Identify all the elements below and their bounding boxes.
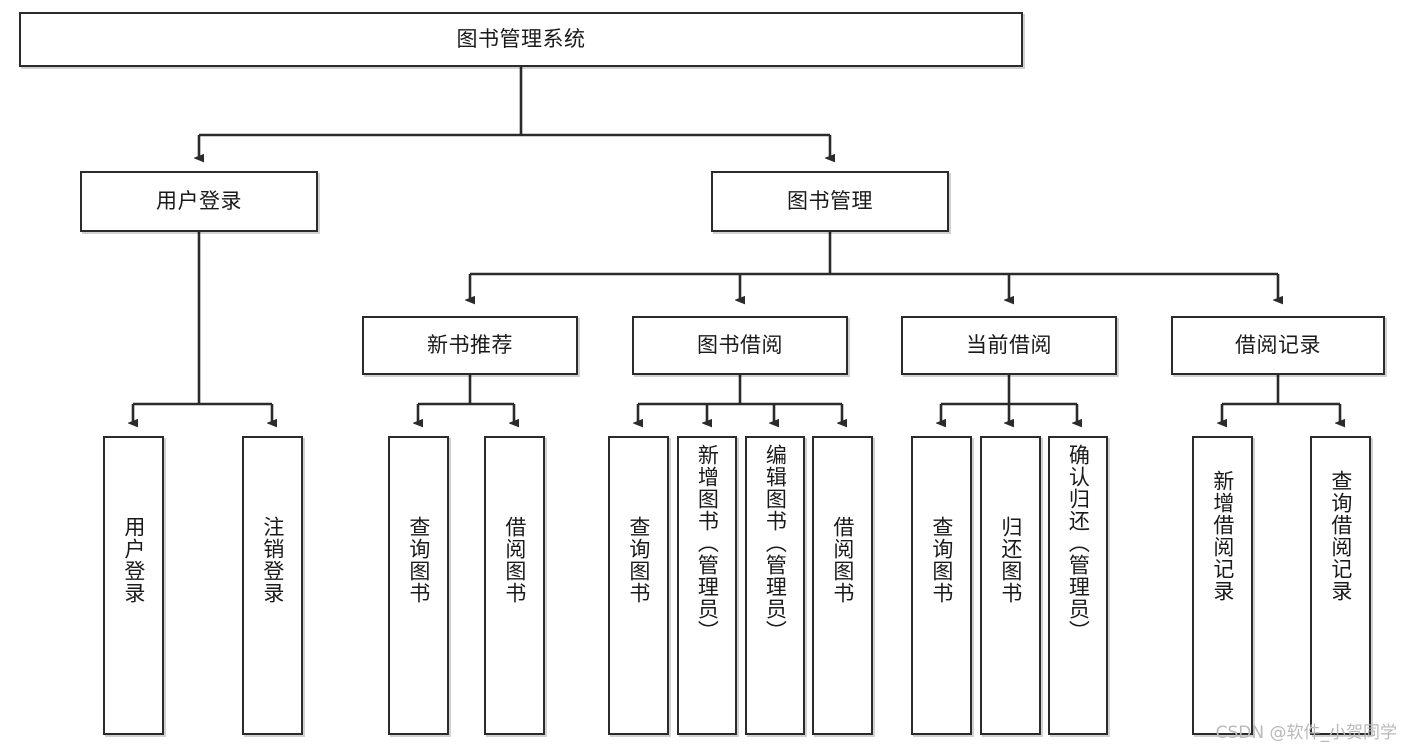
node-label: 查询图书	[929, 516, 954, 604]
leaf-query-borrow-record[interactable]: 查询借阅记录	[1310, 436, 1371, 735]
node-label: 图书管理系统	[456, 26, 586, 51]
node-label: 查询图书	[406, 516, 431, 604]
node-book-borrow[interactable]: 图书借阅	[632, 316, 848, 375]
node-label: 新增借阅记录	[1210, 470, 1235, 602]
node-label: 借阅图书	[502, 516, 527, 604]
node-label: 用户登录	[156, 188, 242, 213]
node-label: 当前借阅	[966, 332, 1052, 357]
csdn-watermark: CSDN @软件_小贺同学	[1215, 723, 1397, 743]
node-new-book-recommend[interactable]: 新书推荐	[362, 316, 578, 375]
leaf-return-book[interactable]: 归还图书	[980, 436, 1041, 735]
node-label: 借阅图书	[830, 516, 855, 604]
node-label: 查询借阅记录	[1328, 470, 1353, 602]
node-borrow-record[interactable]: 借阅记录	[1171, 316, 1385, 375]
node-user-login[interactable]: 用户登录	[80, 171, 318, 232]
leaf-logout[interactable]: 注销登录	[242, 436, 303, 735]
node-root-library-management-system[interactable]: 图书管理系统	[19, 12, 1023, 67]
leaf-borrow-book[interactable]: 借阅图书	[812, 436, 873, 735]
leaf-query-book-recommend[interactable]: 查询图书	[388, 436, 449, 735]
leaf-add-borrow-record[interactable]: 新增借阅记录	[1192, 436, 1253, 735]
leaf-add-book-admin[interactable]: 新增图书（管理员）	[677, 436, 737, 735]
node-label: 用户登录	[121, 516, 146, 604]
node-label: 查询图书	[626, 516, 651, 604]
leaf-confirm-return-admin[interactable]: 确认归还（管理员）	[1048, 436, 1108, 735]
leaf-query-book-current[interactable]: 查询图书	[911, 436, 972, 735]
leaf-query-book-borrow[interactable]: 查询图书	[608, 436, 669, 735]
node-label: 新书推荐	[427, 332, 513, 357]
node-label: 借阅记录	[1235, 332, 1321, 357]
leaf-user-login[interactable]: 用户登录	[103, 436, 164, 735]
node-label: 注销登录	[260, 516, 285, 604]
node-label: 确认归还（管理员）	[1066, 444, 1091, 642]
node-current-borrow[interactable]: 当前借阅	[901, 316, 1117, 375]
leaf-borrow-book-recommend[interactable]: 借阅图书	[484, 436, 545, 735]
node-label: 归还图书	[998, 516, 1023, 604]
node-book-management[interactable]: 图书管理	[711, 171, 949, 232]
node-label: 图书管理	[787, 188, 873, 213]
leaf-edit-book-admin[interactable]: 编辑图书（管理员）	[745, 436, 805, 735]
node-label: 编辑图书（管理员）	[763, 444, 788, 642]
node-label: 新增图书（管理员）	[695, 444, 720, 642]
node-label: 图书借阅	[697, 332, 783, 357]
